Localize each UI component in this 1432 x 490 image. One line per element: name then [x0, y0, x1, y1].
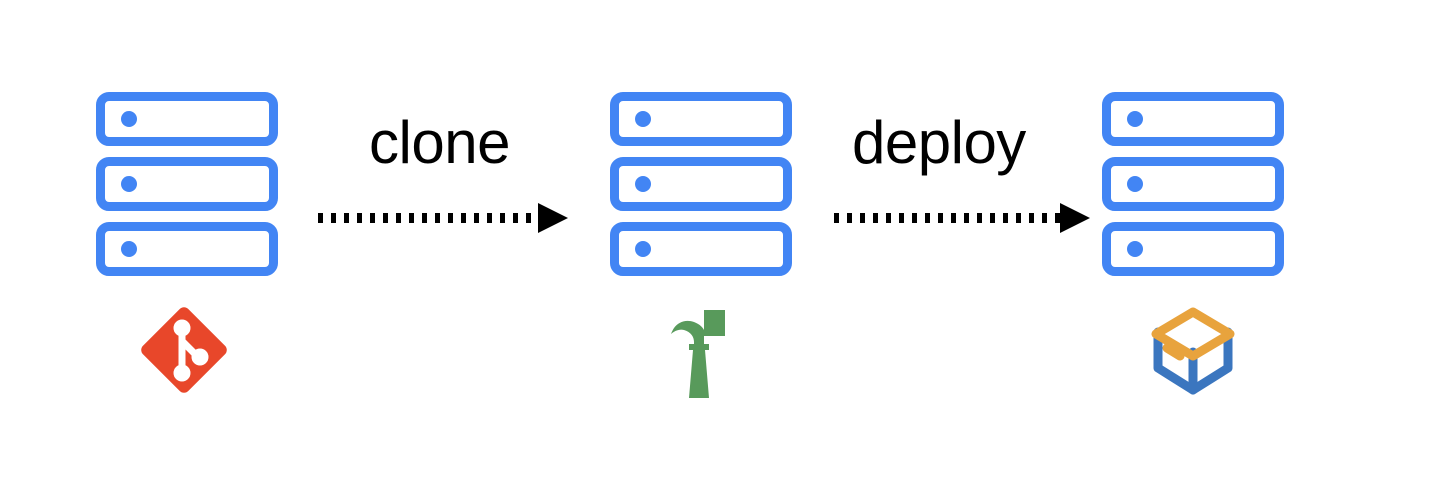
- hammer-icon: [668, 306, 732, 400]
- server-bar: [610, 157, 792, 211]
- server-led-icon: [121, 111, 137, 127]
- server-led-icon: [635, 176, 651, 192]
- server-bar: [96, 92, 278, 146]
- arrow-clone: [316, 201, 570, 235]
- package-box-icon: [1150, 304, 1236, 398]
- server-led-icon: [635, 241, 651, 257]
- server-bar: [1102, 222, 1284, 276]
- server-bar: [96, 222, 278, 276]
- server-led-icon: [1127, 241, 1143, 257]
- server-led-icon: [121, 241, 137, 257]
- server-led-icon: [1127, 111, 1143, 127]
- server-bar: [96, 157, 278, 211]
- server-led-icon: [121, 176, 137, 192]
- server-led-icon: [1127, 176, 1143, 192]
- arrow-deploy: [832, 201, 1092, 235]
- server-bar: [610, 222, 792, 276]
- server-stack-target[interactable]: [1102, 92, 1284, 276]
- server-stack-source[interactable]: [96, 92, 278, 276]
- server-bar: [610, 92, 792, 146]
- server-bar: [1102, 92, 1284, 146]
- server-bar: [1102, 157, 1284, 211]
- edge-label-deploy: deploy: [852, 109, 1026, 176]
- server-led-icon: [635, 111, 651, 127]
- edge-label-clone: clone: [369, 109, 510, 176]
- git-icon: [138, 303, 230, 397]
- server-stack-build[interactable]: [610, 92, 792, 276]
